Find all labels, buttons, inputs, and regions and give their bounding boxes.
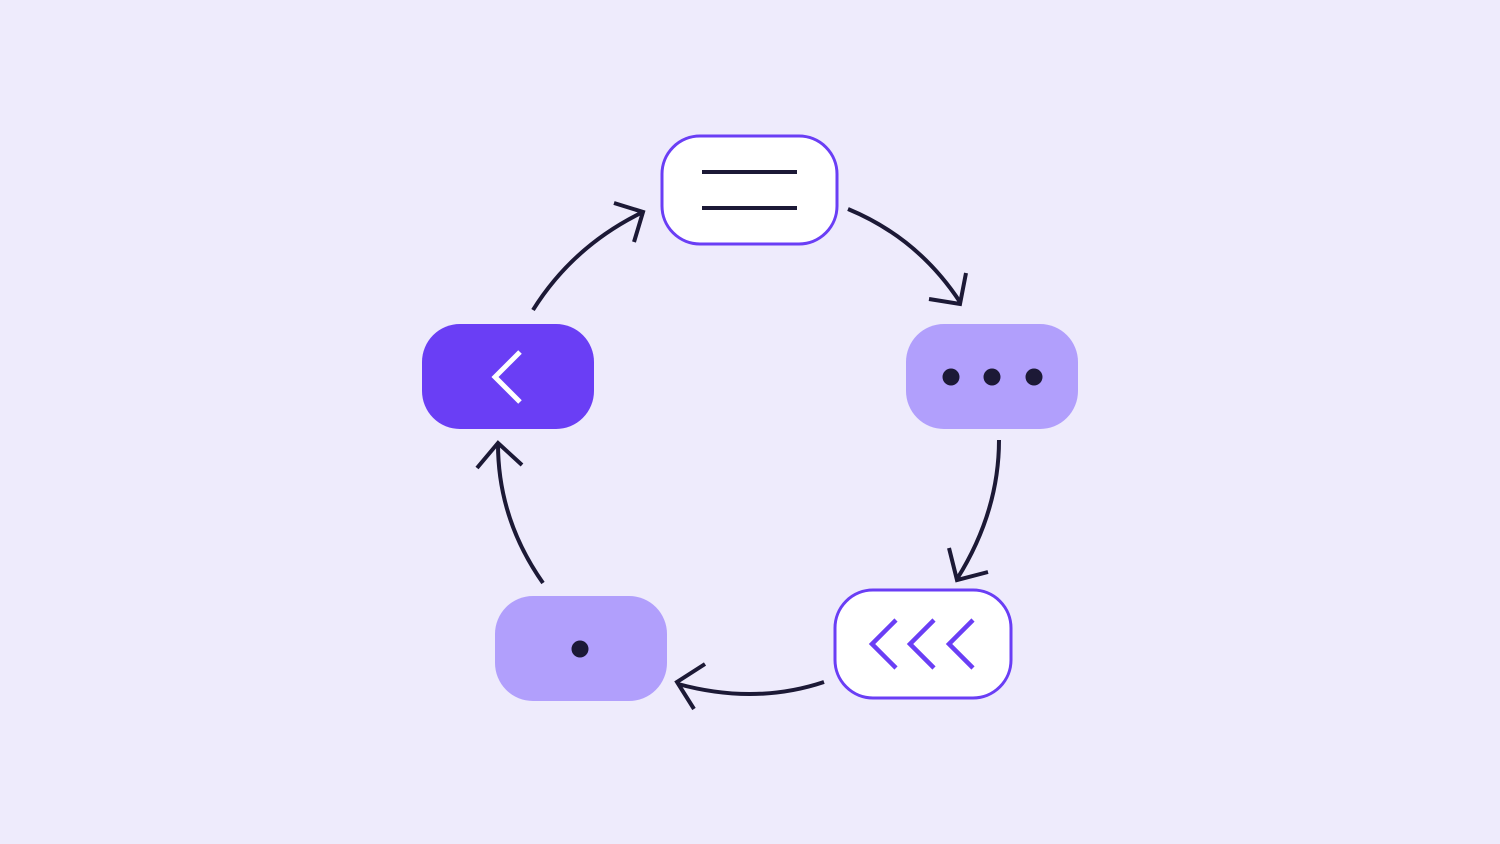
arrow-icon [947,547,989,583]
rewind-node [833,588,1013,700]
connector-line [531,210,644,312]
connector-line [847,207,962,304]
node-box [660,134,839,246]
edge-rewind-to-dot [674,662,825,711]
chevron-left-icon [491,350,522,404]
menu-lines-icon [702,170,797,210]
arrow-icon [613,201,646,243]
connector-line [955,439,1001,581]
node-box [422,324,594,429]
connector-line [677,680,825,697]
arrow-icon [475,440,524,470]
edge-dot-to-back [475,440,545,585]
menu-node [660,134,839,246]
arrow-icon [674,662,707,711]
arrow-icon [928,272,968,307]
back-node [422,324,594,429]
dot-node [495,596,667,701]
more-node [906,324,1078,429]
connector-line [496,443,545,585]
edges-group [475,201,1001,711]
single-dot-icon [571,640,589,658]
three-dots-icon [942,368,1043,386]
triple-chevron-left-icon [868,618,975,670]
edge-menu-to-more [847,207,968,307]
edge-back-to-menu [531,201,646,312]
node-box [833,588,1013,700]
edge-more-to-rewind [947,439,1001,583]
